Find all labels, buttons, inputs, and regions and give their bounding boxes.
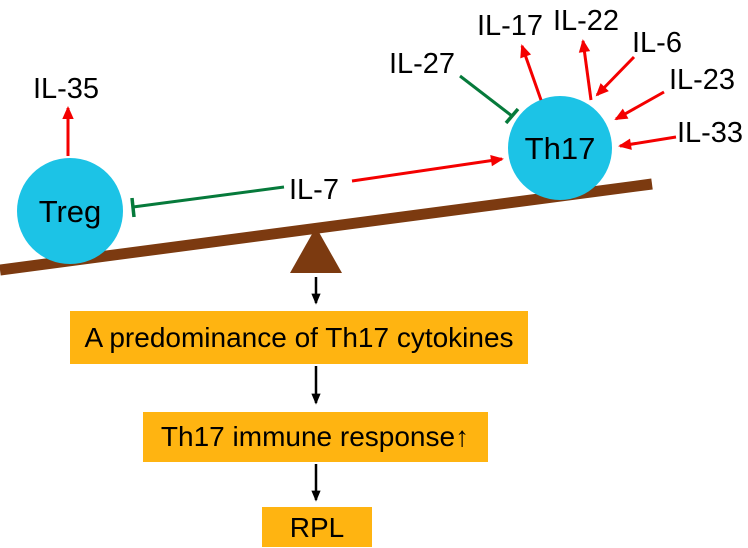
arrow-il23-to-th17 (614, 90, 665, 121)
box-th17-response-label: Th17 immune response↑ (161, 421, 469, 452)
cytokine-label-il27: IL-27 (389, 48, 455, 80)
box-th17-response (143, 412, 488, 462)
cytokine-label-il17: IL-17 (477, 10, 543, 42)
box-rpl-label: RPL (290, 512, 344, 543)
arrow-il22-from-th17 (578, 39, 593, 101)
cytokine-label-il7: IL-7 (289, 174, 339, 206)
t-bar-il7-treg (130, 197, 136, 218)
cytokine-label-il33: IL-33 (677, 117, 743, 149)
th17-cell-label: Th17 (525, 131, 596, 166)
t-bar-il27-th17 (504, 107, 520, 125)
treg-cell-label: Treg (39, 194, 102, 229)
inhibit-line-il27-th17 (459, 74, 513, 118)
arrow-il6-to-th17 (595, 55, 636, 97)
cytokine-label-il6: IL-6 (632, 27, 682, 59)
fulcrum-triangle (290, 227, 342, 273)
treg-cell-circle (17, 158, 123, 264)
box-th17-cytokines-label: A predominance of Th17 cytokines (84, 322, 513, 353)
cytokine-label-il23: IL-23 (669, 64, 735, 96)
cytokine-label-il35: IL-35 (33, 73, 99, 105)
inhibit-line-il7-treg (132, 185, 285, 209)
th17-cell-circle (508, 96, 612, 200)
cytokine-label-il22: IL-22 (553, 5, 619, 37)
box-rpl (262, 507, 372, 547)
seesaw-plank (0, 178, 653, 276)
arrow-il17-from-th17 (520, 44, 543, 101)
box-th17-cytokines (70, 311, 528, 364)
arrow-il7-th17 (351, 154, 504, 183)
arrow-il33-to-th17 (618, 135, 677, 150)
